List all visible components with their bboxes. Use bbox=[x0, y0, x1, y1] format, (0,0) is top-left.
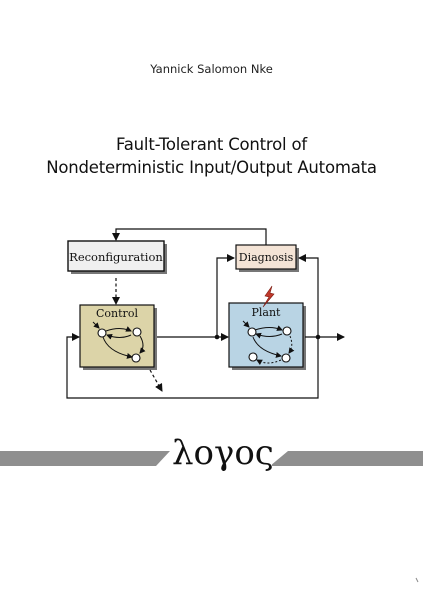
signal-lines bbox=[66, 228, 345, 399]
plant-label: Plant bbox=[252, 306, 282, 319]
band-left-cut bbox=[156, 451, 174, 466]
control-label: Control bbox=[96, 307, 138, 320]
junction-dot bbox=[214, 334, 220, 340]
author-name: Yannick Salomon Nke bbox=[150, 62, 273, 76]
fault-bolt-icon bbox=[262, 285, 275, 308]
reconfiguration-box bbox=[67, 240, 165, 272]
junction-dot bbox=[315, 334, 321, 340]
control-box bbox=[79, 304, 155, 368]
publisher-logo: λογος bbox=[172, 433, 274, 473]
book-title: Fault-Tolerant Control of Nondeterminist… bbox=[0, 133, 423, 179]
band-right-cut bbox=[268, 451, 288, 466]
publisher-band-left bbox=[0, 451, 170, 466]
corner-mark bbox=[415, 577, 419, 583]
plant-box bbox=[228, 302, 304, 368]
title-line-1: Fault-Tolerant Control of bbox=[115, 135, 307, 154]
diagnosis-box bbox=[235, 244, 297, 270]
control-automaton bbox=[92, 321, 146, 363]
plant-automaton bbox=[242, 320, 295, 366]
reconfiguration-label: Reconfiguration bbox=[69, 250, 163, 264]
title-line-2: Nondeterministic Input/Output Automata bbox=[46, 158, 377, 177]
publisher-band-right bbox=[272, 451, 423, 466]
diagnosis-label: Diagnosis bbox=[239, 251, 294, 264]
